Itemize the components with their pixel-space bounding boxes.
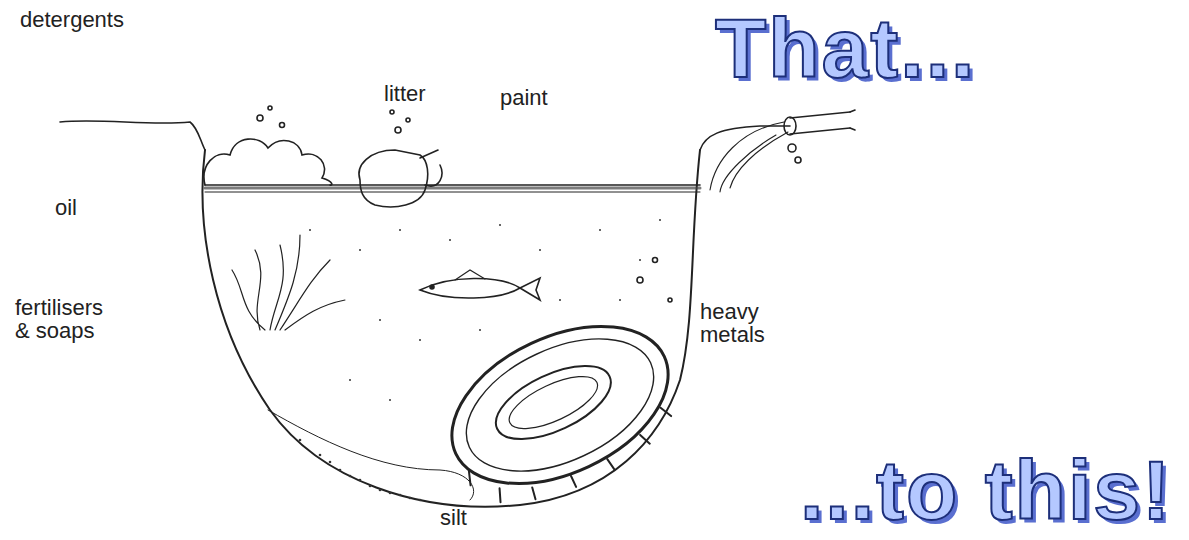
heading-text: ...to this! (800, 448, 1172, 532)
pollutant-label: paint (500, 86, 548, 109)
pollutant-label: litter (384, 82, 426, 105)
pollutant-label: oil (55, 196, 77, 219)
pollutant-label: heavy metals (700, 300, 765, 346)
heading-text: That... (715, 6, 976, 90)
pollutant-label: fertilisers & soaps (15, 296, 103, 342)
pollutant-label: silt (440, 506, 467, 529)
pollutant-label: detergents (20, 8, 124, 31)
